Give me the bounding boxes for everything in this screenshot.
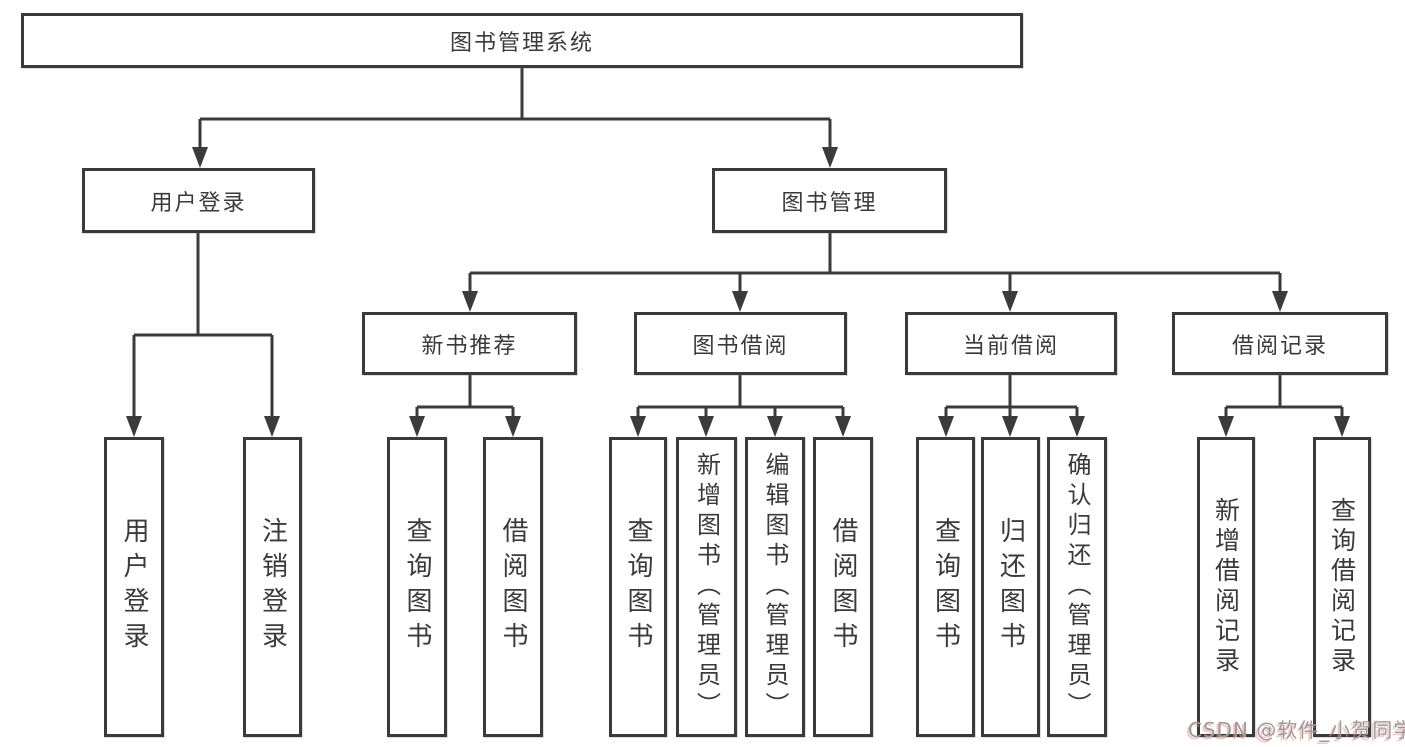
arrowhead — [126, 416, 142, 437]
arrowhead — [835, 416, 851, 437]
arrowhead — [409, 416, 425, 437]
arrowhead — [767, 416, 783, 437]
leaf-query-books-borrow: 查询图书 — [609, 437, 667, 737]
leaf-query-books-recommend: 查询图书 — [387, 437, 447, 737]
arrowhead — [1334, 416, 1350, 437]
arrowhead — [630, 416, 646, 437]
arrowhead — [1002, 416, 1018, 437]
node-root: 图书管理系统 — [21, 13, 1023, 68]
edge-root-to-level2 — [192, 68, 838, 168]
node-current-borrow: 当前借阅 — [905, 312, 1117, 375]
node-user-login-label: 用户登录 — [150, 190, 247, 216]
arrowhead — [505, 416, 521, 437]
arrowhead — [1069, 416, 1085, 437]
node-borrow-records: 借阅记录 — [1172, 312, 1388, 375]
leaf-borrow-books-recommend: 借阅图书 — [483, 437, 543, 737]
csdn-watermark: CSDN @软件_小贺同学 — [1188, 718, 1405, 742]
node-current-borrow-label: 当前借阅 — [962, 333, 1059, 359]
leaf-user-login: 用户登录 — [104, 437, 164, 737]
node-book-management-label: 图书管理 — [781, 190, 878, 216]
arrowhead — [1272, 291, 1288, 312]
arrowhead — [822, 147, 838, 168]
arrowhead — [698, 416, 714, 437]
leaf-edit-book-admin: 编辑图书（管理员） — [745, 437, 805, 737]
node-root-label: 图书管理系统 — [449, 30, 594, 56]
node-book-borrow: 图书借阅 — [634, 312, 847, 375]
leaf-confirm-return-admin: 确认归还（管理员） — [1047, 437, 1107, 737]
edge-borrow-records-children — [1218, 375, 1350, 437]
arrowhead — [1218, 416, 1234, 437]
leaf-query-borrow-record: 查询借阅记录 — [1313, 437, 1371, 737]
arrowhead — [732, 291, 748, 312]
arrowhead — [462, 291, 478, 312]
leaf-logout: 注销登录 — [243, 437, 302, 737]
edge-book-management-children — [462, 233, 1288, 312]
node-borrow-records-label: 借阅记录 — [1231, 333, 1328, 359]
leaf-query-books-current: 查询图书 — [916, 437, 975, 737]
edge-user-login-children — [126, 233, 280, 437]
edge-current-borrow-children — [938, 375, 1085, 437]
leaf-add-borrow-record: 新增借阅记录 — [1197, 437, 1255, 737]
leaf-return-book: 归还图书 — [981, 437, 1040, 737]
edge-book-borrow-children — [630, 375, 851, 437]
node-new-book-recommend-label: 新书推荐 — [421, 333, 518, 359]
arrowhead — [938, 416, 954, 437]
node-book-management: 图书管理 — [712, 168, 947, 233]
arrowhead — [192, 147, 208, 168]
leaf-add-book-admin: 新增图书（管理员） — [676, 437, 737, 737]
arrowhead — [264, 416, 280, 437]
edge-new-book-recommend-children — [409, 375, 521, 437]
node-book-borrow-label: 图书借阅 — [692, 333, 789, 359]
leaf-borrow-books: 借阅图书 — [813, 437, 873, 737]
node-new-book-recommend: 新书推荐 — [362, 312, 577, 375]
node-user-login: 用户登录 — [82, 168, 315, 233]
arrowhead — [1002, 291, 1018, 312]
